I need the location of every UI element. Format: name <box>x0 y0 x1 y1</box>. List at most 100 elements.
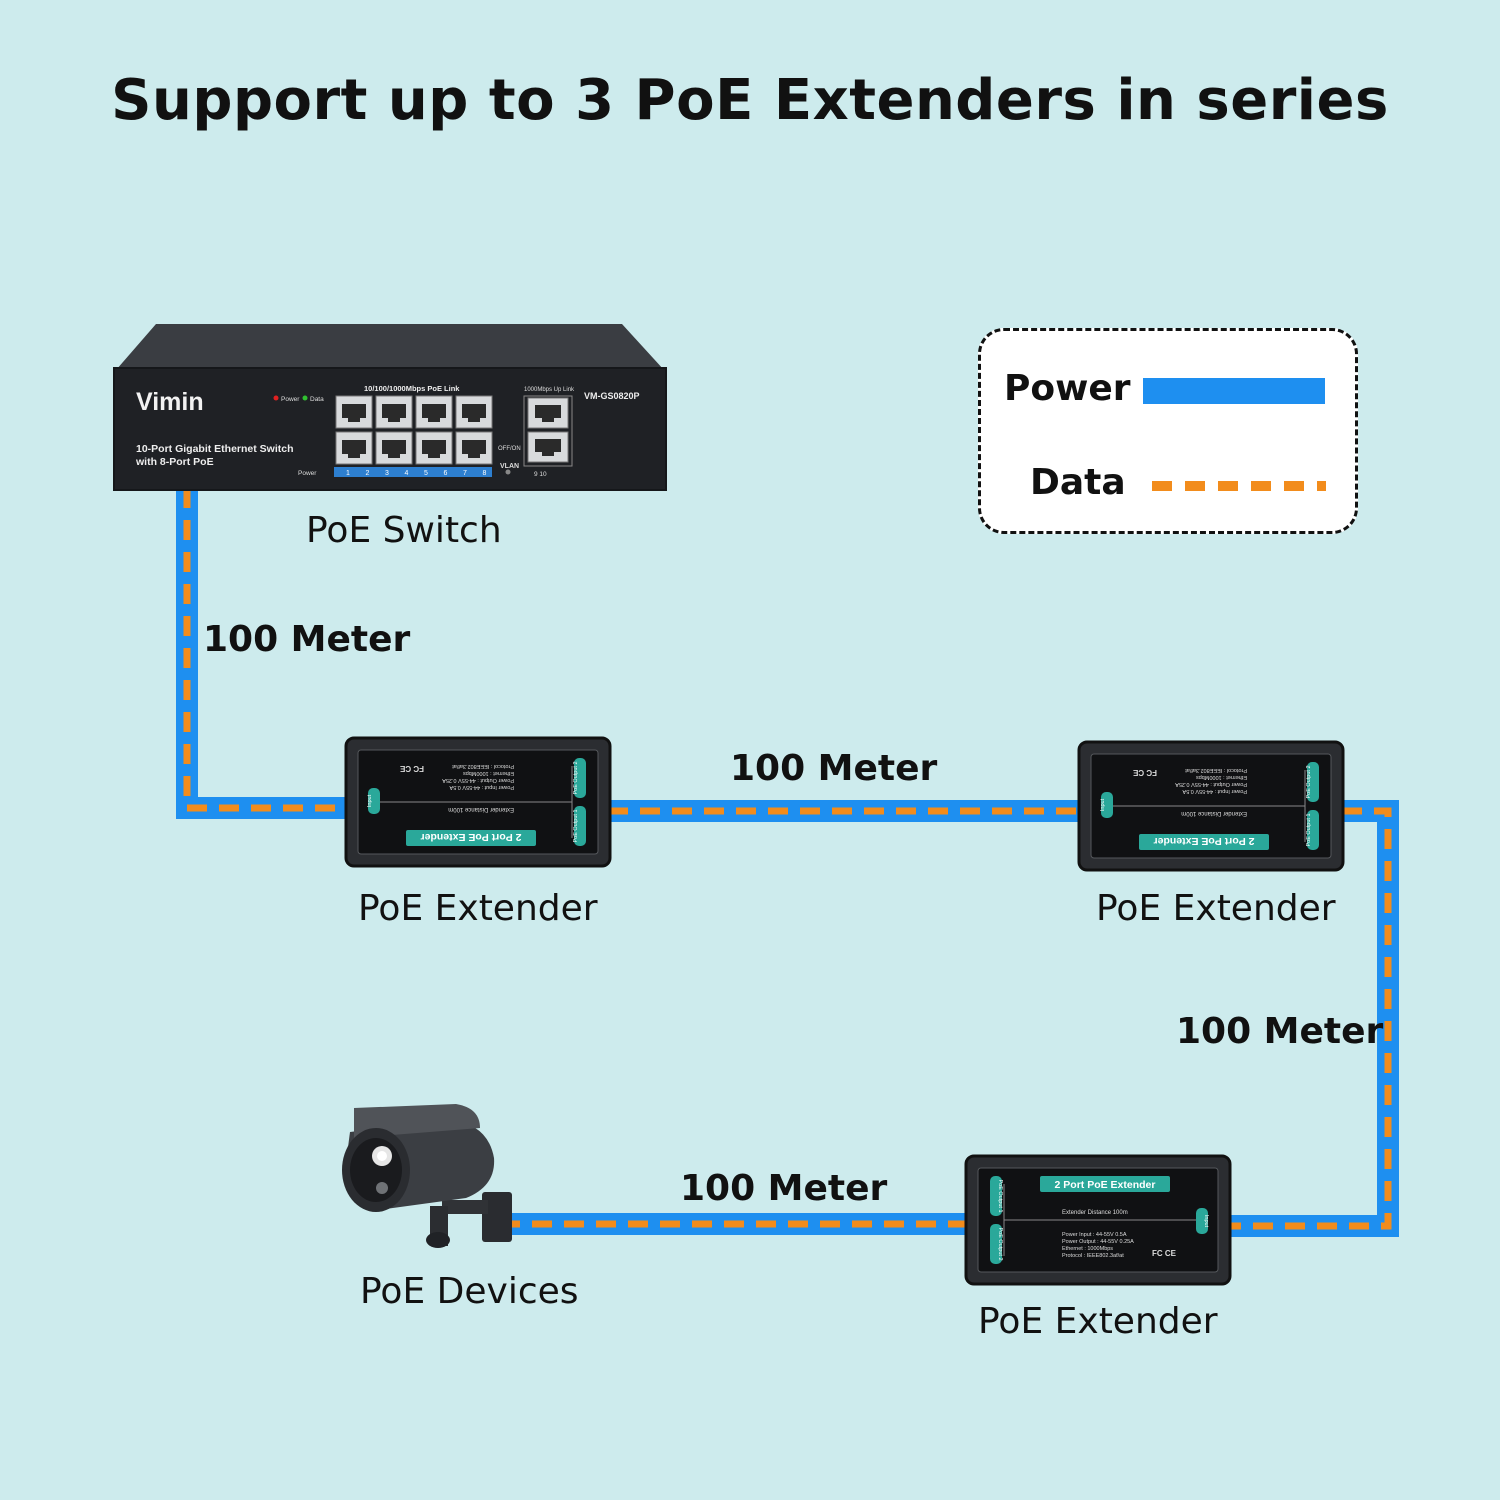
extender-output2-label: PoE Output 2 <box>573 761 579 794</box>
extender-name-plate <box>1040 1176 1170 1192</box>
cable-seg1-data <box>183 488 350 812</box>
uplink-port-socket <box>535 439 561 456</box>
extender-distance: Extender Distance 100m <box>448 806 514 812</box>
switch-desc-line1: 10-Port Gigabit Ethernet Switch <box>136 443 294 455</box>
extender-3-body: 2 Port PoE Extender Extender Distance 10… <box>964 1154 1232 1286</box>
distance-label-seg1: 100 Meter <box>203 619 411 660</box>
extender-input-tab <box>1101 792 1113 818</box>
extender-name: 2 Port PoE Extender <box>1154 835 1255 847</box>
data-led <box>302 395 308 401</box>
extender-output1-label: PoE Output 1 <box>573 809 579 842</box>
port-number: 6 <box>444 470 448 477</box>
extender-power-input: Power Input : 44-55V 0.5A <box>1062 1232 1127 1238</box>
vlan-label: VLAN <box>500 463 519 470</box>
extender-power-output: Power Output : 44-55V 0.25A <box>1175 781 1247 787</box>
devices-label: PoE Devices <box>360 1271 579 1312</box>
port-number: 1 <box>346 470 350 477</box>
legend-data-label: Data <box>1030 462 1126 503</box>
extender-2-body: 2 Port PoE Extender Extender Distance 10… <box>1077 740 1345 872</box>
switch-model: VM-GS0820P <box>584 391 640 401</box>
rj45-port-socket <box>422 404 446 422</box>
extender-input-label: Input <box>367 794 373 807</box>
port-number: 3 <box>385 470 389 477</box>
cable-seg3-power <box>1230 800 1399 1237</box>
extender-output2-tab <box>1307 762 1319 802</box>
extender-output1-tab <box>574 806 586 846</box>
uplink-port-socket <box>535 405 561 422</box>
switch-desc-line2: with 8-Port PoE <box>135 456 214 468</box>
extender-output2-label: PoE Output 2 <box>1306 765 1312 798</box>
legend-power-label: Power <box>1004 368 1131 409</box>
extender-name-plate <box>1139 834 1269 850</box>
rj45-port-socket <box>422 440 446 458</box>
extender-input-label: Input <box>1203 1215 1209 1228</box>
distance-label-seg3: 100 Meter <box>1176 1011 1384 1052</box>
power-led <box>273 395 279 401</box>
extender-protocol: Protocol : IEEE802.3af/at <box>1062 1253 1124 1259</box>
extender-2: 2 Port PoE Extender Extender Distance 10… <box>1077 740 1345 877</box>
poe-switch: Vimin 10-Port Gigabit Ethernet Switch wi… <box>113 324 667 491</box>
extender-output1-tab <box>1307 810 1319 850</box>
switch-brand: Vimin <box>136 388 204 416</box>
extender-ethernet: Ethernet : 1000Mbps <box>1062 1246 1113 1252</box>
rj45-port-socket <box>462 404 486 422</box>
extender-output2-label: PoE Output 2 <box>997 1227 1003 1260</box>
extender-distance: Extender Distance 100m <box>1181 810 1247 816</box>
extender-ethernet: Ethernet : 1000Mbps <box>1196 774 1247 780</box>
legend-data-swatch <box>1152 481 1326 491</box>
legend <box>978 328 1358 534</box>
port-number: 5 <box>424 470 428 477</box>
uplink-port <box>527 397 569 429</box>
power-port-label: Power <box>298 470 317 477</box>
vlan-button <box>505 469 511 475</box>
extender-output1-label: PoE Output 1 <box>997 1179 1003 1212</box>
rj45-port-socket <box>382 440 406 458</box>
rj45-port-socket <box>342 404 366 422</box>
uplink-frame <box>523 395 573 467</box>
extender-output1-label: PoE Output 1 <box>1306 813 1312 846</box>
extender-1: 2 Port PoE Extender Extender Distance 10… <box>344 736 612 873</box>
switch-label: PoE Switch <box>306 510 502 551</box>
rj45-port-socket <box>342 440 366 458</box>
uplink-ports <box>527 397 569 463</box>
data-led-label: Data <box>310 396 324 403</box>
extender-input-label: Input <box>1100 798 1106 811</box>
extender-1-label: PoE Extender <box>358 888 598 929</box>
poe-link-label: 10/100/1000Mbps PoE Link <box>364 384 460 393</box>
extender-protocol: Protocol : IEEE802.3af/at <box>1185 767 1247 773</box>
extender-power-input: Power Input : 44-55V 0.5A <box>1182 788 1247 794</box>
extender-power-output: Power Output : 44-55V 0.25A <box>1062 1239 1134 1245</box>
rj45-port-socket <box>382 404 406 422</box>
extender-3: 2 Port PoE Extender Extender Distance 10… <box>964 1154 1232 1291</box>
extender-name: 2 Port PoE Extender <box>421 831 522 843</box>
uplink-numbers: 9 10 <box>534 471 547 478</box>
distance-label-seg2: 100 Meter <box>730 748 938 789</box>
extender-cert-marks: FC CE <box>1132 768 1157 777</box>
port-number: 4 <box>405 470 409 477</box>
port-number: 7 <box>463 470 467 477</box>
extender-name: 2 Port PoE Extender <box>1055 1179 1156 1191</box>
extender-name-plate <box>406 830 536 846</box>
extender-output1-tab <box>990 1176 1002 1216</box>
port-number-strip <box>334 467 492 477</box>
uplink-label: 1000Mbps Up Link <box>524 387 575 393</box>
distance-label-seg4: 100 Meter <box>680 1168 888 1209</box>
rj45-port-socket <box>462 440 486 458</box>
port-number: 8 <box>483 470 487 477</box>
extender-input-tab <box>368 788 380 814</box>
extender-power-input: Power Input : 44-55V 0.5A <box>449 784 514 790</box>
extender-3-label: PoE Extender <box>978 1301 1218 1342</box>
extender-output2-tab <box>574 758 586 798</box>
offon-label: OFF/ON <box>498 446 521 452</box>
extender-protocol: Protocol : IEEE802.3af/at <box>452 763 514 769</box>
extender-2-label: PoE Extender <box>1096 888 1336 929</box>
extender-power-output: Power Output : 44-55V 0.25A <box>442 777 514 783</box>
cable-paths <box>176 488 1399 1237</box>
extender-cert-marks: FC CE <box>1152 1249 1177 1258</box>
page-title: Support up to 3 PoE Extenders in series <box>111 68 1389 133</box>
poe-port-grid <box>335 395 493 465</box>
legend-power-swatch <box>1143 378 1325 404</box>
extender-1-body: 2 Port PoE Extender Extender Distance 10… <box>344 736 612 868</box>
